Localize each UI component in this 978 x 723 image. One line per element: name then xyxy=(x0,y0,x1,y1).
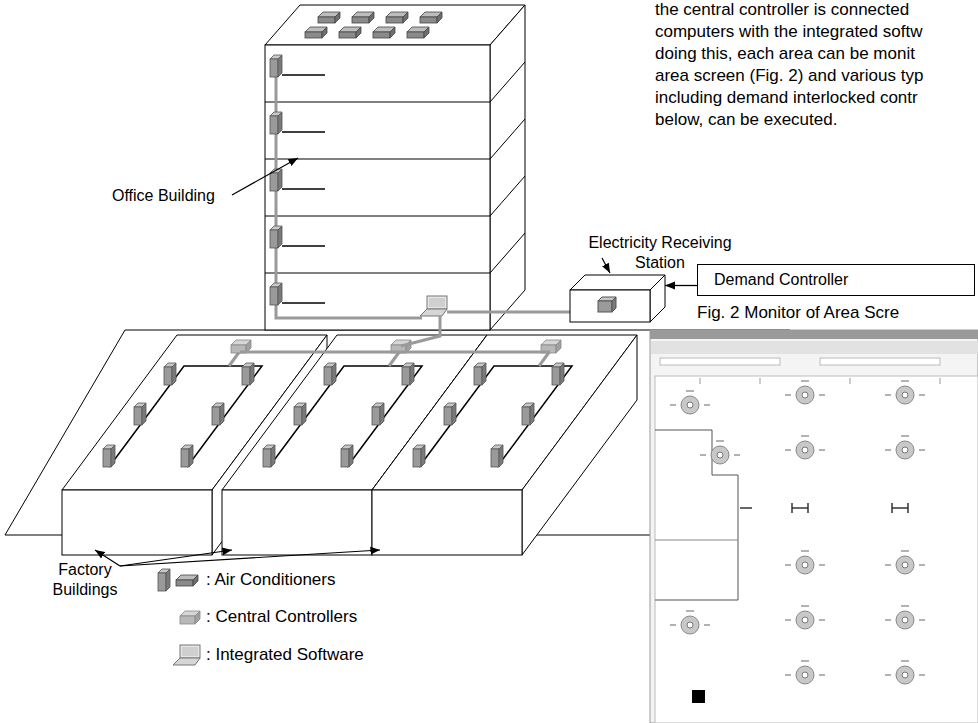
station-outline xyxy=(570,275,665,322)
legend-text: : Central Controllers xyxy=(206,607,357,627)
demand-device xyxy=(612,297,616,312)
control-wire xyxy=(447,311,570,314)
central-controller-icon xyxy=(180,611,200,624)
software-icon xyxy=(173,645,200,665)
room-partition xyxy=(655,540,738,541)
factory-building xyxy=(372,335,637,555)
station-box: Electricity Receiving Station xyxy=(570,275,665,322)
indoor-lines xyxy=(282,75,325,303)
figure-caption: Fig. 2 Monitor of Area Scre xyxy=(697,303,899,323)
box-label: Demand Controller xyxy=(714,270,848,290)
integrated-software-pc xyxy=(420,296,447,316)
body-text: doing this, each area can be monit xyxy=(655,44,915,64)
roof-face xyxy=(265,5,525,45)
roof-air-conditioners xyxy=(305,12,442,38)
body-text: below, can be executed. xyxy=(655,110,837,130)
area-screen-capture xyxy=(650,330,978,723)
field xyxy=(820,358,940,365)
leader-arrows xyxy=(95,550,380,566)
control-wire xyxy=(401,316,440,346)
legend-icons xyxy=(158,569,200,665)
legend-text: : Integrated Software xyxy=(206,645,364,665)
body-text: area screen (Fig. 2) and various typ xyxy=(655,66,923,86)
field xyxy=(660,358,780,365)
station-side xyxy=(650,275,665,322)
plan-area xyxy=(655,376,978,723)
air-conditioner-icon xyxy=(176,575,198,586)
screen-frame xyxy=(650,330,978,723)
controller-box: Demand Controller xyxy=(697,264,975,296)
legend-text: : Air Conditioners xyxy=(206,570,335,590)
sensor-marks xyxy=(740,503,908,513)
side-face xyxy=(490,5,525,330)
selected-unit xyxy=(692,690,705,703)
body-text: computers with the integrated softw xyxy=(655,22,922,42)
floor-air-conditioners xyxy=(270,55,282,305)
connector-arrow xyxy=(665,285,697,286)
control-wire xyxy=(276,60,422,318)
body-text: the central controller is connected xyxy=(655,0,909,20)
unit-icons xyxy=(670,381,925,684)
building-label: Office Building xyxy=(112,186,215,206)
station-top xyxy=(570,275,665,290)
floor-lines xyxy=(265,62,525,273)
factory-label: Factory Buildings xyxy=(42,560,128,600)
leader-arrow xyxy=(602,258,610,273)
body-text: including demand interlocked contr xyxy=(655,88,918,108)
control-wire xyxy=(240,351,550,354)
station-front xyxy=(570,290,650,322)
air-conditioner-icon xyxy=(158,569,170,591)
demand-device xyxy=(598,301,612,312)
tool-bar xyxy=(651,341,978,354)
factory-buildings xyxy=(62,335,637,555)
leader-arrow xyxy=(232,158,298,195)
front-face xyxy=(265,45,490,330)
title-bar xyxy=(650,330,978,339)
office-building xyxy=(265,5,525,330)
